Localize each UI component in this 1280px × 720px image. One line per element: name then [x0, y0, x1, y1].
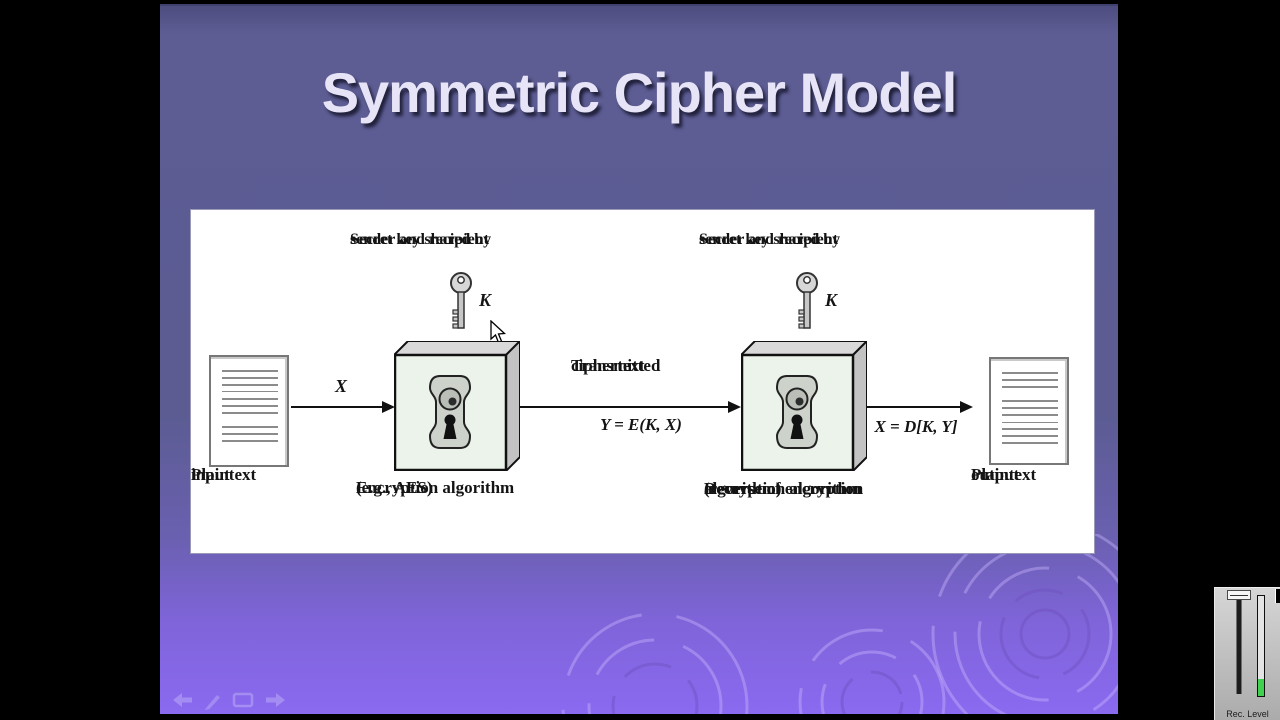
rec-level-label: Rec. Level: [1226, 709, 1269, 719]
ciphertext-formula: Y = E(K, X): [600, 415, 682, 434]
document-icon: [989, 357, 1069, 465]
rec-level-panel: Rec. Level: [1214, 587, 1280, 720]
lock-escutcheon-icon: [775, 375, 819, 449]
ripple-decoration: [561, 534, 1118, 714]
page-title: Symmetric Cipher Model: [321, 61, 958, 124]
key-variable-right: K: [825, 290, 838, 310]
arrowhead: [960, 401, 973, 413]
diagram-panel: Secret key shared by sender and recipien…: [190, 209, 1095, 554]
arrowhead: [728, 401, 741, 413]
slide: Symmetric Cipher Model Secret key shared…: [160, 4, 1118, 714]
key-variable-left: K: [479, 290, 492, 310]
nav-forward-arrow-icon[interactable]: [264, 692, 286, 708]
document-text-lines: [1002, 372, 1058, 445]
key-icon: [450, 272, 472, 329]
pen-icon[interactable]: [202, 692, 222, 710]
rec-level-slider-track[interactable]: [1236, 598, 1242, 694]
panel-edge-notch: [1275, 589, 1280, 603]
rec-level-meter-fill: [1258, 679, 1264, 696]
rec-level-meter: [1257, 595, 1265, 697]
nav-back-arrow-icon[interactable]: [172, 692, 194, 708]
decryption-box: [741, 341, 867, 471]
x-variable: X: [334, 376, 347, 396]
decrypted-formula: X = D[K, Y]: [874, 417, 958, 436]
arrow-decryption-to-output: [867, 406, 961, 408]
arrow-encryption-to-decryption: [520, 406, 729, 408]
document-icon: [209, 355, 289, 467]
arrow-plaintext-to-encryption: [291, 406, 383, 408]
encryption-box: [394, 341, 520, 471]
document-text-lines: [222, 370, 278, 447]
lock-escutcheon-icon: [428, 375, 472, 449]
rec-level-slider-handle[interactable]: [1227, 590, 1251, 600]
presenter-toolbar: [168, 690, 298, 714]
annotation-menu-icon[interactable]: [232, 692, 254, 708]
key-icon: [796, 272, 818, 329]
arrowhead: [382, 401, 395, 413]
